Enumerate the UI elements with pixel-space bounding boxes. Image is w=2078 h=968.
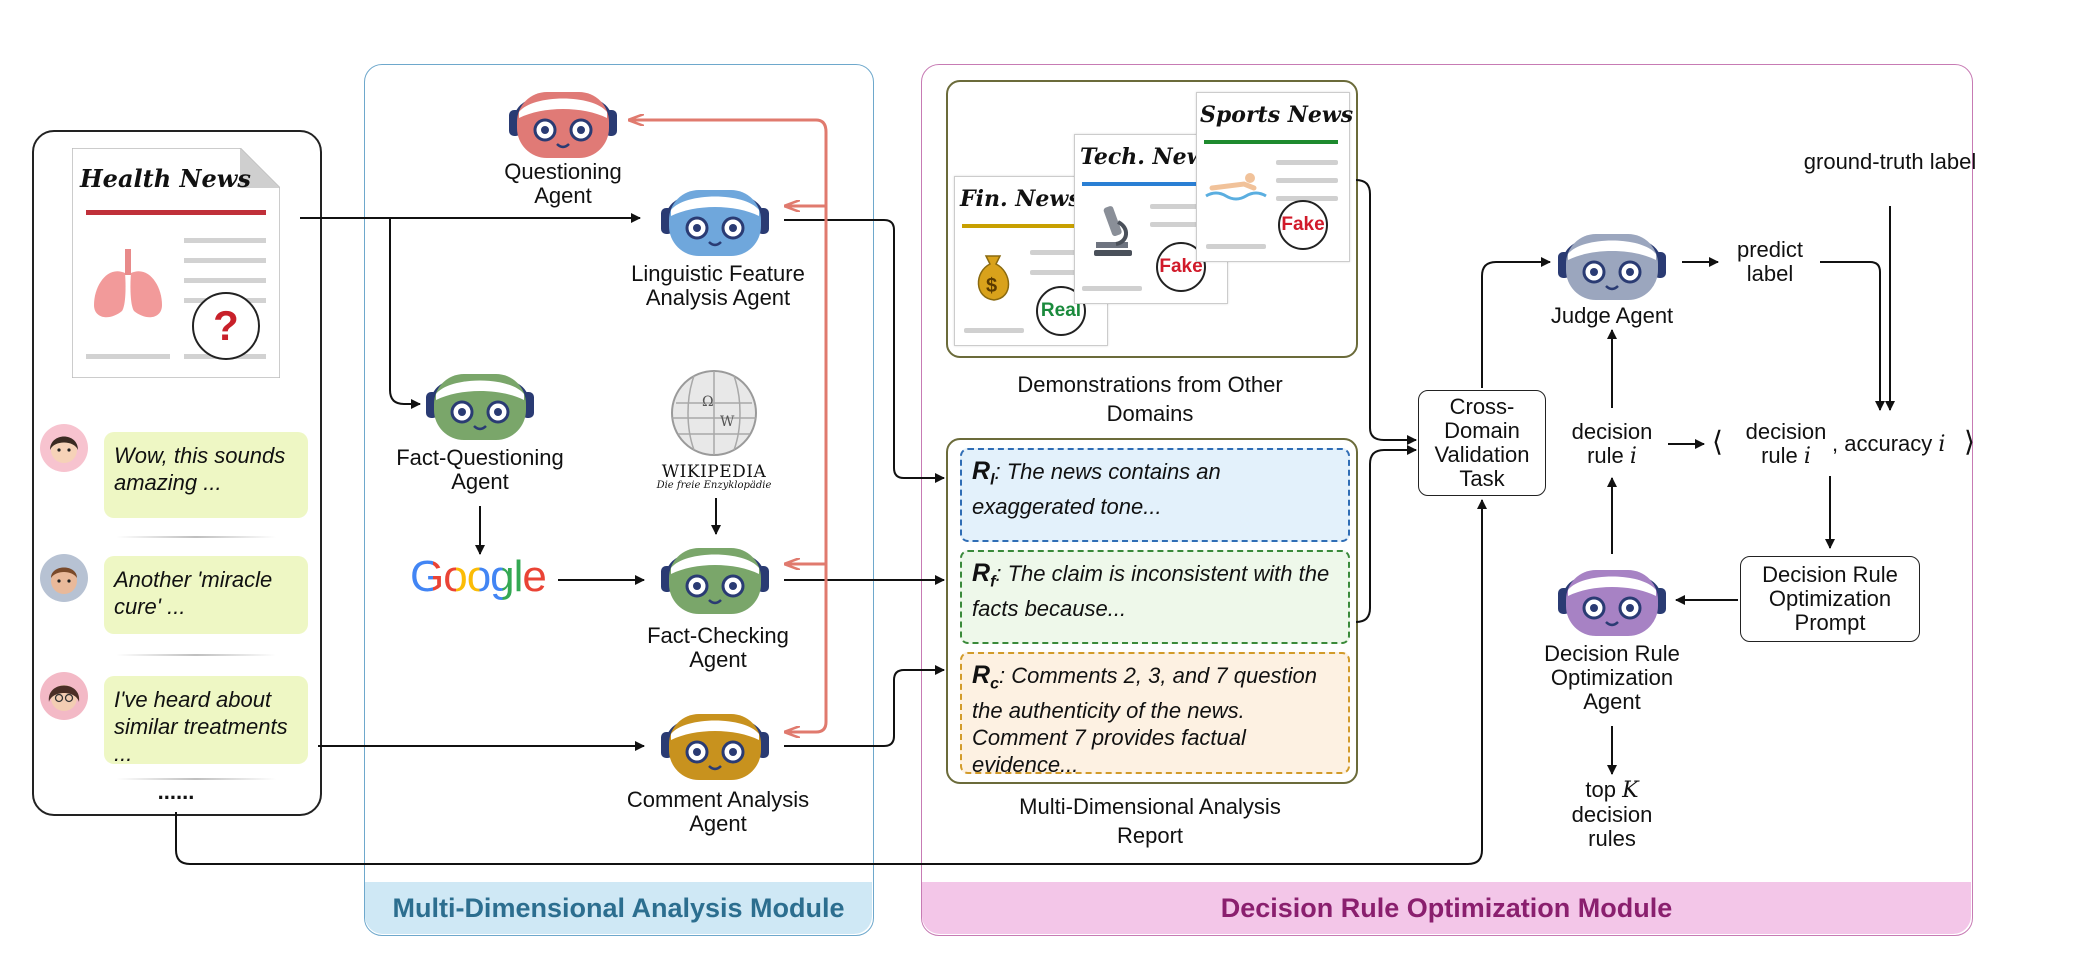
fact-questioning-agent-label: Fact-Questioning Agent	[396, 445, 564, 494]
report-caption: Multi-Dimensional Analysis Report	[1019, 794, 1281, 848]
lungs-icon	[94, 249, 162, 318]
microscope-icon	[1094, 206, 1132, 256]
wikipedia-subtitle: Die freie Enzyklopädie	[656, 480, 772, 491]
r-sub: l	[990, 471, 995, 489]
svg-text:W: W	[720, 414, 735, 430]
pair-accuracy-text: , accuracy	[1832, 431, 1933, 456]
judge-agent-robot-icon	[1558, 234, 1666, 300]
dro-module-title-band	[922, 882, 1971, 934]
sports-news-bar	[1204, 140, 1338, 144]
tech-news-bar	[1082, 182, 1202, 186]
real-stamp: Real	[1036, 286, 1086, 336]
money-bag-icon: $	[977, 255, 1010, 301]
more-comments-ellipsis: ......	[157, 779, 195, 804]
text-line	[1082, 286, 1142, 291]
dro-module-title: Decision Rule Optimization Module	[1220, 893, 1673, 923]
fact-checking-agent-robot-icon	[661, 548, 769, 614]
fin-news-title: Fin. News	[960, 186, 1081, 212]
r-label: R	[972, 661, 991, 689]
report-item-comment: Rc: Comments 2, 3, and 7 question the au…	[960, 652, 1350, 778]
sports-news-title: Sports News	[1200, 102, 1354, 128]
text-line	[1030, 250, 1096, 255]
predict-label-node: predict label	[1736, 237, 1804, 286]
angle-left: ⟨	[1712, 426, 1723, 457]
fact-questioning-agent-robot-icon	[426, 374, 534, 440]
text-line	[1276, 178, 1338, 183]
report-item-fact: Rf: The claim is inconsistent with the f…	[960, 550, 1350, 644]
top-prefix: top	[1585, 777, 1617, 802]
user-avatar-2	[40, 554, 88, 602]
demonstrations-caption: Demonstrations from Other Domains	[1017, 372, 1283, 426]
judge-agent-label: Judge Agent	[1550, 303, 1674, 328]
decision-rule-text: decision rule	[1571, 419, 1653, 468]
question-mark-icon: ?	[192, 292, 260, 360]
text-line	[1150, 204, 1216, 209]
ground-truth-label-node: ground-truth label	[1803, 149, 1977, 174]
angle-right: ⟩	[1964, 426, 1975, 457]
mda-module-title-band	[365, 882, 872, 934]
mda-module-title: Multi-Dimensional Analysis Module	[392, 893, 845, 923]
pair-decision-text: decision rule	[1745, 419, 1827, 468]
text-line	[1206, 244, 1266, 249]
text-line	[1150, 222, 1216, 227]
pair-index-i: i	[1803, 444, 1811, 469]
swimmer-icon	[1205, 173, 1267, 201]
text-line	[1030, 270, 1096, 275]
tech-news-title: Tech. News	[1080, 144, 1218, 170]
decision-rule-i-node: decision rule i	[1556, 420, 1668, 469]
cross-domain-validation-task-box: Cross-Domain Validation Task	[1418, 390, 1546, 496]
linguistic-agent-robot-icon	[661, 190, 769, 256]
questioning-agent-label: Questioning Agent	[504, 159, 622, 208]
top-k: K	[1622, 778, 1639, 803]
comment-bubble-1: Wow, this sounds amazing ...	[104, 432, 308, 518]
google-wordmark: Google	[410, 552, 547, 601]
questioning-agent-robot-icon	[509, 92, 617, 158]
decision-rule-optimization-prompt-box: Decision Rule Optimization Prompt	[1740, 556, 1920, 642]
report-item-linguistic: Rl: The news contains an exaggerated ton…	[960, 448, 1350, 542]
comment-separator	[116, 654, 276, 656]
fake-stamp-sports: Fake	[1278, 200, 1328, 250]
pair-accuracy-index-i: i	[1938, 432, 1946, 457]
report-text: : Comments 2, 3, and 7 question the auth…	[972, 663, 1317, 778]
fin-news-bar	[962, 224, 1082, 228]
comment-bubble-3: I've heard about similar treatments ...	[104, 676, 308, 766]
health-news-title: Health News	[80, 164, 251, 193]
comment-agent-robot-icon	[661, 714, 769, 780]
rule-accuracy-pair: ⟨ decision rule i , accuracy i ⟩	[1710, 420, 1980, 472]
r-sub: c	[990, 675, 999, 693]
svg-text:Ω: Ω	[702, 394, 714, 410]
linguistic-agent-label: Linguistic Feature Analysis Agent	[631, 261, 805, 310]
top-suffix: decision rules	[1571, 802, 1653, 851]
comment-agent-label: Comment Analysis Agent	[626, 787, 810, 836]
wikipedia-globe-icon: Ω W	[671, 370, 757, 456]
r-label: R	[972, 559, 991, 587]
svg-text:$: $	[986, 275, 997, 297]
comment-separator	[116, 536, 276, 538]
user-avatar-1	[40, 424, 88, 472]
fake-stamp-tech: Fake	[1156, 242, 1206, 292]
wikipedia-wordmark: WIKIPEDIA	[661, 462, 767, 482]
pair-accuracy: , accuracy i	[1832, 432, 1945, 457]
pair-decision-rule: decision rule i	[1736, 420, 1836, 469]
r-label: R	[972, 457, 991, 485]
report-text: : The news contains an exaggerated tone.…	[972, 459, 1221, 520]
optimization-agent-label: Decision Rule Optimization Agent	[1544, 641, 1680, 714]
comment-bubble-2: Another 'miracle cure' ...	[104, 556, 308, 634]
index-i: i	[1629, 444, 1637, 469]
google-logo: Google	[410, 552, 547, 602]
text-line	[1276, 160, 1338, 165]
fact-checking-agent-label: Fact-Checking Agent	[647, 623, 789, 672]
top-k-rules-node: top K decision rules	[1562, 778, 1662, 851]
text-line	[964, 328, 1024, 333]
user-avatar-3	[40, 672, 88, 720]
report-text: : The claim is inconsistent with the fac…	[972, 561, 1330, 622]
optimization-agent-robot-icon	[1558, 570, 1666, 636]
text-line	[1276, 196, 1338, 201]
